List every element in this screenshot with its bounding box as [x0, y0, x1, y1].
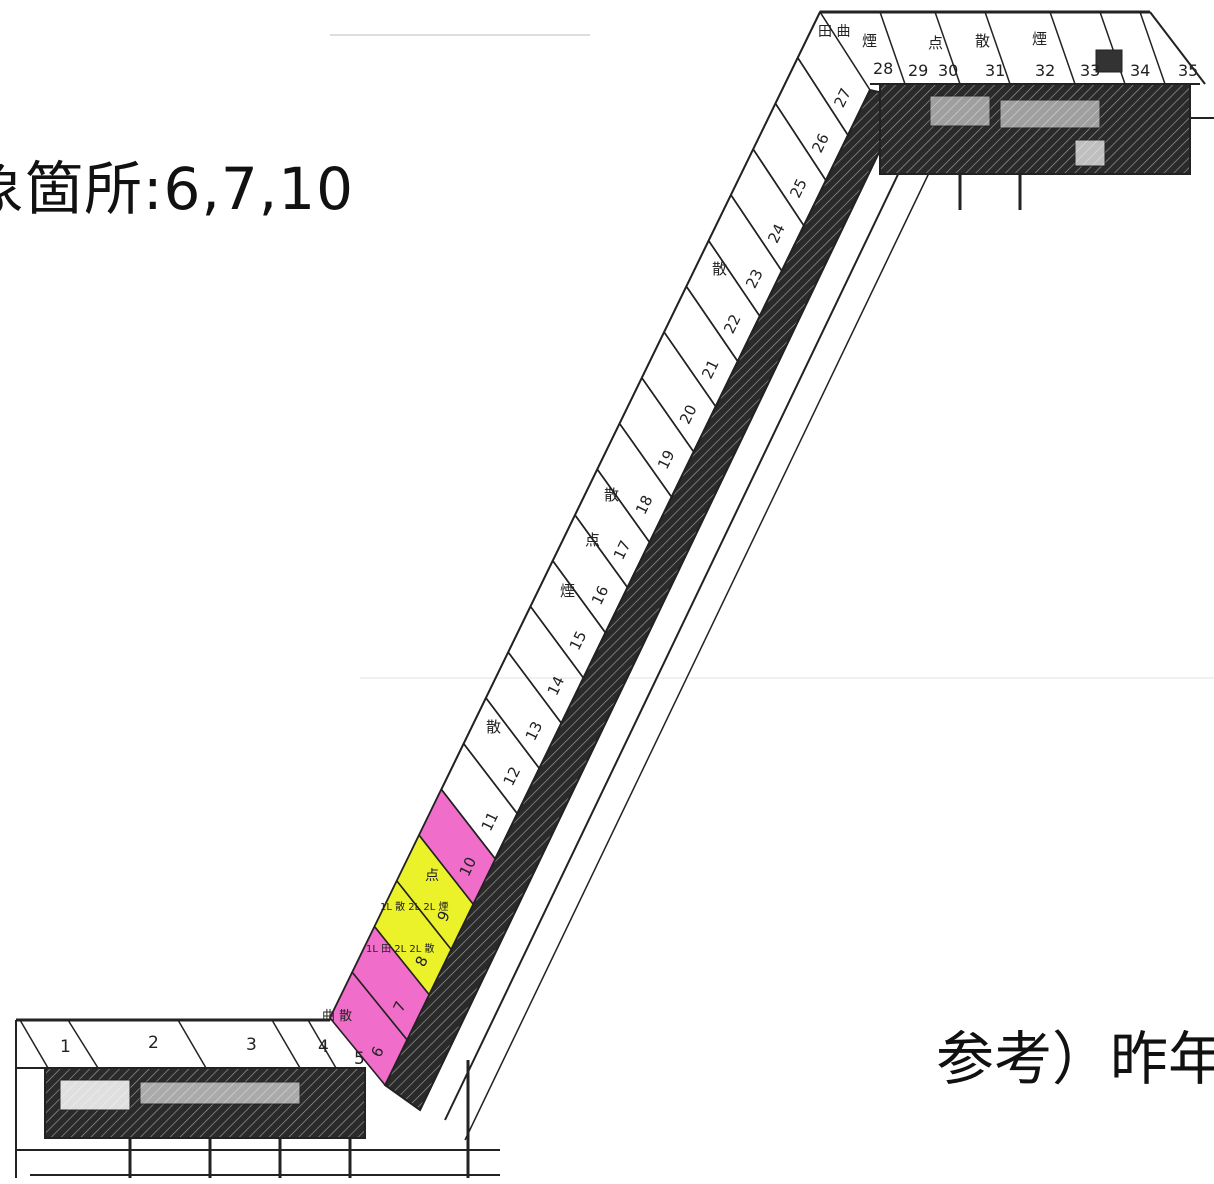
segment-number-22: 22 [720, 311, 745, 336]
segment-number-32: 32 [1035, 61, 1055, 80]
segment-number-21: 21 [698, 357, 723, 382]
segment-number-34: 34 [1130, 61, 1150, 80]
handwritten-mark-seg9: 点 [425, 868, 439, 884]
segment-number-13: 13 [522, 718, 547, 743]
segment-number-2: 2 [148, 1033, 159, 1053]
handwritten-mark-seg32: 煙 [1032, 30, 1047, 48]
segment-number-31: 31 [985, 61, 1005, 80]
segment-number-19: 19 [654, 447, 679, 472]
handwritten-mark-seg15: 煙 [560, 582, 575, 600]
segment-number-29: 29 [908, 61, 928, 80]
segment-number-28: 28 [873, 59, 893, 78]
segment-number-35: 35 [1178, 61, 1198, 80]
segment-number-26: 26 [808, 131, 833, 156]
handwritten-mark-seg12: 散 [486, 718, 501, 736]
segment-number-18: 18 [632, 492, 657, 517]
handwritten-mark-seg28: 煙 [862, 32, 877, 50]
handwritten-mark-seg8: 1L 散 2L 2L 煙 [380, 900, 449, 913]
handwritten-mark-seg31: 散 [975, 32, 990, 50]
reference-note: 参考）昨年 [936, 1025, 1214, 1093]
segment-number-20: 20 [676, 402, 701, 427]
handwritten-marks: 曲 散1L 田 2L 2L 散1L 散 2L 2L 煙点散煙点散散田 曲煙点散煙 [322, 24, 1047, 1024]
segment-number-1: 1 [60, 1037, 71, 1057]
handwritten-mark-seg30: 点 [928, 34, 943, 52]
segment-number-27: 27 [830, 85, 855, 110]
segment-number-12: 12 [500, 764, 525, 789]
segment-number-17: 17 [610, 538, 635, 563]
handwritten-mark-seg27: 田 曲 [818, 24, 850, 40]
segment-number-11: 11 [478, 809, 503, 834]
handwritten-mark-seg7: 1L 田 2L 2L 散 [366, 942, 435, 955]
segment-number-5: 5 [354, 1049, 365, 1069]
handwritten-mark-seg17: 散 [604, 486, 619, 504]
segment-number-24: 24 [764, 221, 789, 246]
segment-number-33: 33 [1080, 61, 1100, 80]
incline-covers [329, 10, 871, 1087]
top-section [820, 10, 1214, 210]
handwritten-mark-seg5: 曲 散 [322, 1009, 352, 1024]
incline-segment-27 [796, 10, 871, 137]
bottom-section [15, 1018, 500, 1178]
segment-number-23: 23 [742, 266, 767, 291]
handwritten-mark-seg22: 散 [712, 260, 727, 278]
page-title: 象箇所:6,7,10 [0, 155, 355, 223]
segment-labels: 6789101112131415161718192021222324252627… [60, 59, 1198, 1069]
segment-number-4: 4 [318, 1037, 329, 1057]
segment-number-16: 16 [588, 583, 613, 608]
segment-number-15: 15 [566, 628, 591, 653]
segment-number-25: 25 [786, 176, 811, 201]
segment-number-3: 3 [246, 1035, 257, 1055]
segment-number-30: 30 [938, 61, 958, 80]
handwritten-mark-seg16: 点 [585, 531, 600, 549]
